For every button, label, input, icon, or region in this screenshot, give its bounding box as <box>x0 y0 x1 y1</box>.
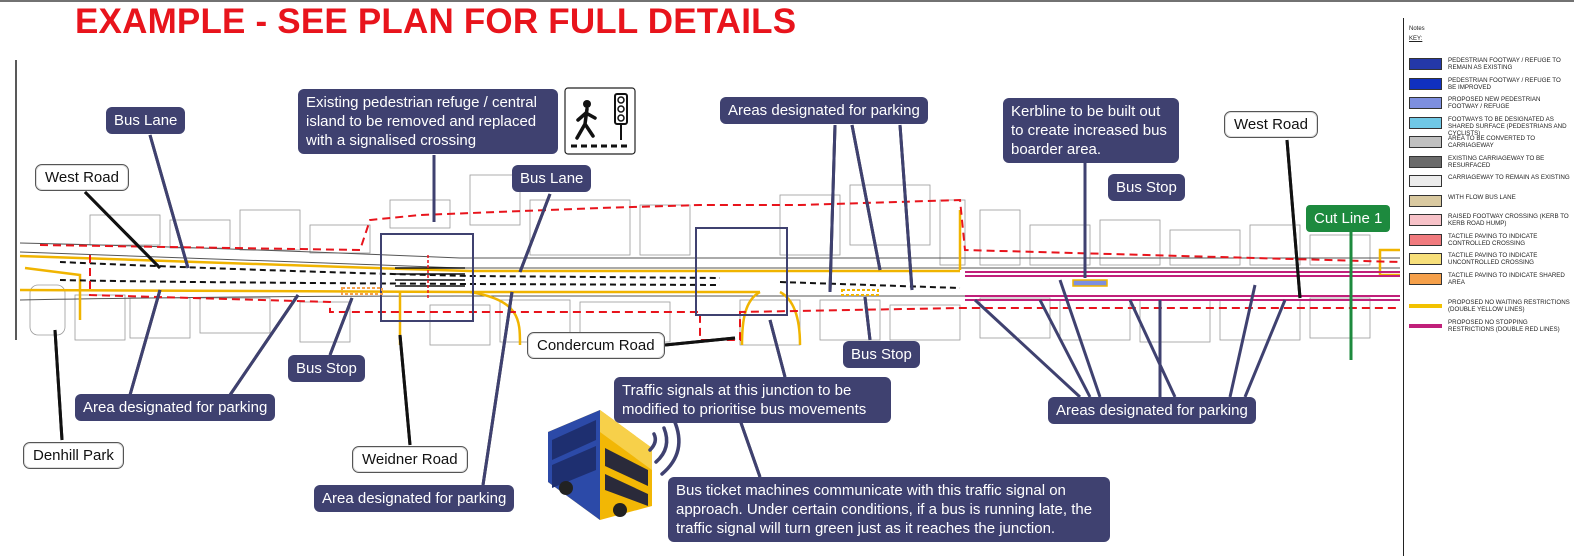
key-swatch <box>1409 155 1442 168</box>
key-panel: Notes KEY: PEDESTRIAN FOOTWAY / REFUGE T… <box>1403 18 1574 556</box>
key-title: KEY: <box>1409 36 1423 42</box>
key-swatch <box>1409 97 1442 109</box>
red-lines <box>965 271 1400 301</box>
label-west-road-left: West Road <box>35 164 129 191</box>
key-swatch <box>1409 175 1442 187</box>
callout-bus-stop-right: Bus Stop <box>1108 174 1185 201</box>
key-label: TACTILE PAVING TO INDICATE UNCONTROLLED … <box>1448 252 1538 267</box>
key-swatch <box>1409 194 1442 207</box>
key-label: PROPOSED NO STOPPING RESTRICTIONS (DOUBL… <box>1448 318 1560 333</box>
lane-markings <box>59 261 961 289</box>
bus-stop-marker-right <box>1072 279 1108 287</box>
key-notes: Notes <box>1409 26 1425 32</box>
key-label: RAISED FOOTWAY CROSSING (KERB TO KERB RO… <box>1448 213 1569 228</box>
crossing-marks <box>395 267 465 287</box>
wireless-signal-icon <box>648 418 681 476</box>
callout-text: Area designated for parking <box>322 490 507 507</box>
bus-stop-marker-left <box>341 287 383 295</box>
carriageway <box>19 242 1400 301</box>
junction-focus-box <box>695 227 788 316</box>
key-label: AREA TO BE CONVERTED TO CARRIAGEWAY <box>1448 135 1536 150</box>
label-west-road-right: West Road <box>1224 111 1318 138</box>
callout-traffic-signals: Traffic signals at this junction to be m… <box>614 377 891 423</box>
key-label: EXISTING CARRIAGEWAY TO BE RESURFACED <box>1448 154 1545 169</box>
label-weidner-road: Weidner Road <box>352 446 468 473</box>
key-label: PEDESTRIAN FOOTWAY / REFUGE TO REMAIN AS… <box>1448 57 1561 72</box>
callout-text: Bus Stop <box>1116 179 1177 196</box>
callout-text: Bus Stop <box>851 346 912 363</box>
key-swatch <box>1409 323 1442 328</box>
callout-text: Areas designated for parking <box>728 102 920 119</box>
key-label: WITH FLOW BUS LANE <box>1448 193 1516 201</box>
callout-refuge-removed: Existing pedestrian refuge / central isl… <box>298 89 558 154</box>
callout-bus-stop-left: Bus Stop <box>288 355 365 382</box>
callout-parking-left: Area designated for parking <box>75 394 276 421</box>
scheme-boundary <box>39 198 1401 341</box>
callout-text: Bus ticket machines communicate with thi… <box>676 482 1093 537</box>
callout-text: Area designated for parking <box>83 399 268 416</box>
callout-bus-stop-mid: Bus Stop <box>843 341 920 368</box>
key-swatch <box>1409 214 1442 226</box>
double-decker-bus-icon <box>548 410 652 520</box>
key-label: PEDESTRIAN FOOTWAY / REFUGE TO BE IMPROV… <box>1448 76 1561 91</box>
cut-line-label: Cut Line 1 <box>1306 205 1391 232</box>
key-swatch <box>1409 272 1442 285</box>
callout-text: Kerbline to be built out to create incre… <box>1011 103 1167 158</box>
callout-text: Existing pedestrian refuge / central isl… <box>306 94 537 149</box>
leader-weidner <box>398 334 412 446</box>
label-denhill-park: Denhill Park <box>23 442 124 469</box>
key-swatch <box>1409 304 1442 308</box>
pedestrian-crossing-signal-icon <box>564 87 636 155</box>
bus-stop-marker-mid <box>841 289 879 296</box>
key-label: CARRIAGEWAY TO REMAIN AS EXISTING <box>1448 174 1570 181</box>
key-swatch <box>1409 253 1442 265</box>
leader-condercum <box>664 336 736 347</box>
key-label: FOOTWAYS TO BE DESIGNATED AS SHARED SURF… <box>1448 115 1567 138</box>
callout-parking-bottom: Area designated for parking <box>314 485 515 512</box>
key-swatch <box>1409 116 1442 129</box>
callout-text: Bus Stop <box>296 360 357 377</box>
key-swatch <box>1409 136 1442 148</box>
crossing-focus-box <box>380 233 474 322</box>
callout-text: Areas designated for parking <box>1056 402 1248 419</box>
callout-text: Traffic signals at this junction to be m… <box>622 382 867 418</box>
key-label: PROPOSED NEW PEDESTRIAN FOOTWAY / REFUGE <box>1448 96 1541 111</box>
callout-bus-ticket: Bus ticket machines communicate with thi… <box>668 477 1110 542</box>
example-headline: EXAMPLE - SEE PLAN FOR FULL DETAILS <box>75 2 797 41</box>
leader-west-road-right <box>1285 139 1302 299</box>
callout-kerbline: Kerbline to be built out to create incre… <box>1003 98 1179 163</box>
callout-bus-lane-mid: Bus Lane <box>512 165 592 192</box>
key-swatch <box>1409 58 1442 70</box>
key-label: TACTILE PAVING TO INDICATE CONTROLLED CR… <box>1448 232 1538 247</box>
callout-text: Bus Lane <box>520 170 584 187</box>
leader-lines-purple <box>128 124 1287 486</box>
callout-parking-right: Areas designated for parking <box>1048 397 1256 424</box>
key-label: PROPOSED NO WAITING RESTRICTIONS (DOUBLE… <box>1448 299 1570 314</box>
callout-text: Bus Lane <box>114 112 178 129</box>
leader-west-road-left <box>83 190 162 270</box>
key-swatch <box>1409 233 1442 246</box>
callout-bus-lane-left: Bus Lane <box>106 107 186 134</box>
key-swatch <box>1409 77 1442 90</box>
label-condercum-road: Condercum Road <box>527 332 665 359</box>
leader-denhill <box>53 329 64 441</box>
callout-parking-top: Areas designated for parking <box>720 97 928 124</box>
key-label: TACTILE PAVING TO INDICATE SHARED AREA <box>1448 271 1565 286</box>
